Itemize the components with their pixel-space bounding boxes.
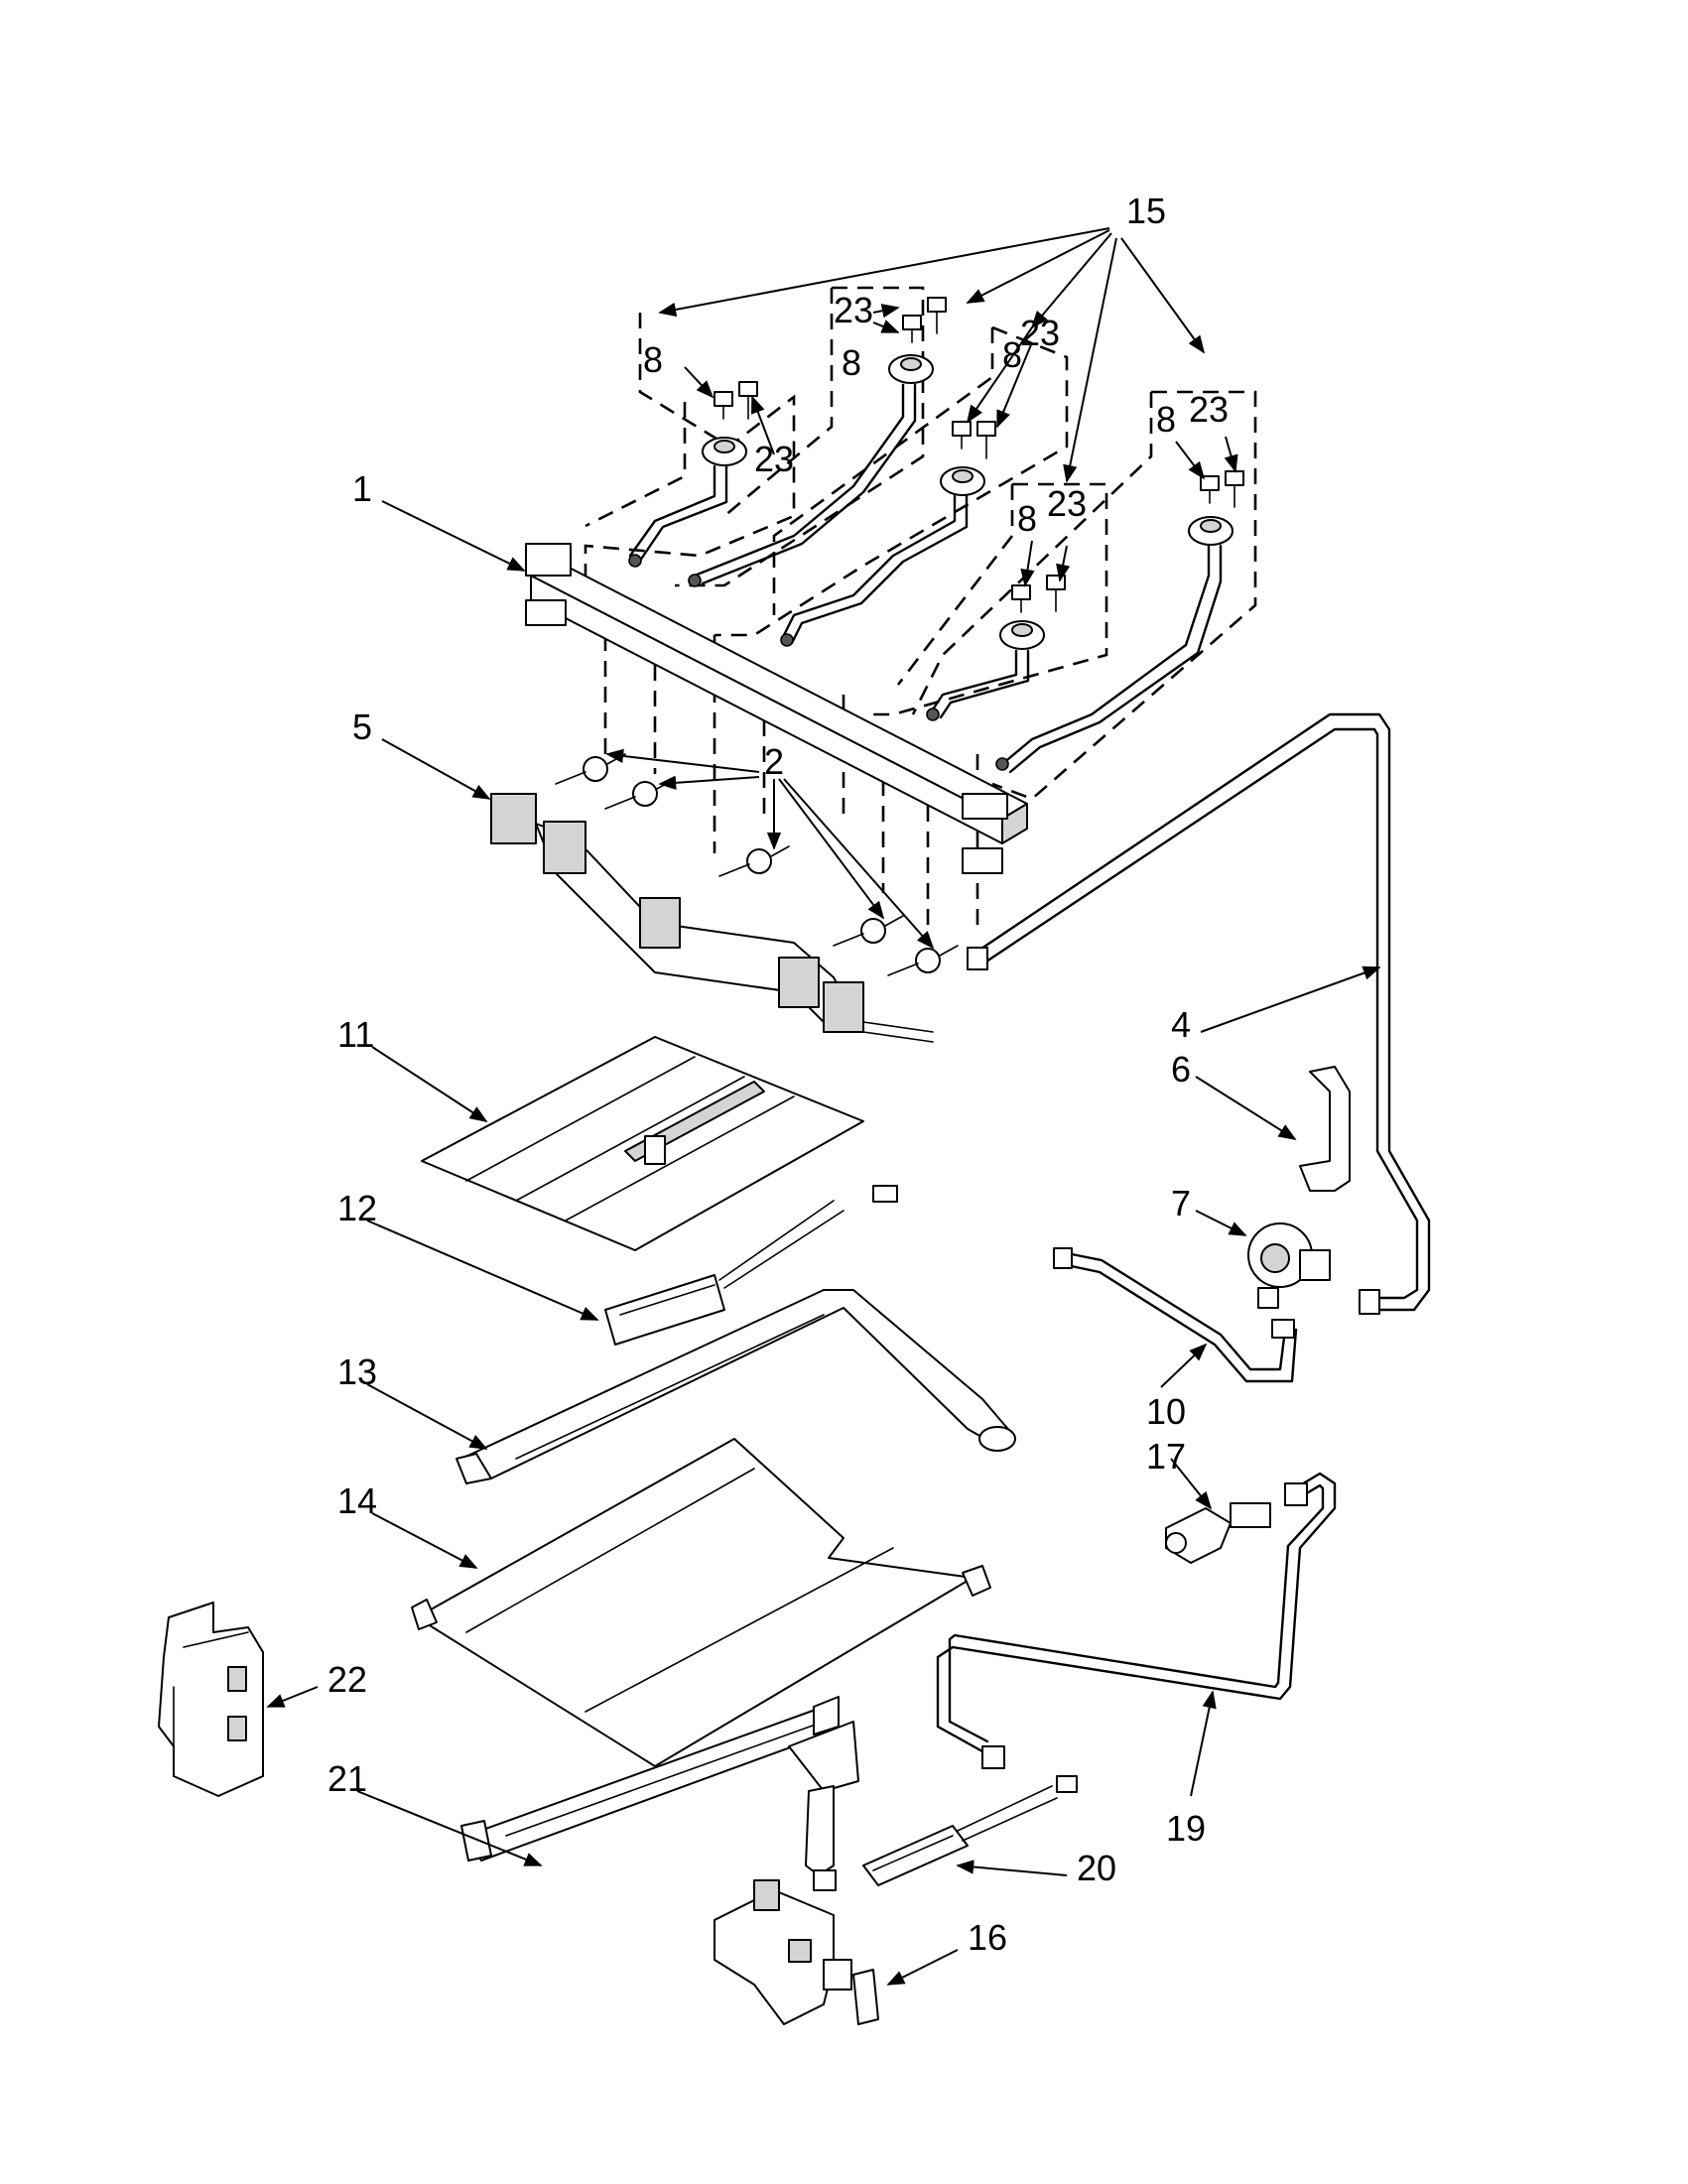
callout-16: 19: [1166, 1808, 1206, 1849]
callout-4: 4: [1171, 1004, 1191, 1045]
spark-module: [158, 1602, 264, 1797]
screws: [714, 297, 1244, 613]
screw-23-e: [1225, 470, 1244, 508]
callout-labels: 15 23 8 8 23 8 23 8 23 8 23 1 5 2 4 6 7 …: [327, 191, 1229, 1958]
oven-safety-valve: [714, 1879, 879, 2025]
callout-8-left: 8: [643, 339, 663, 380]
screw-8-b: [902, 315, 922, 343]
screw-8-a: [714, 391, 733, 420]
callout-1: 1: [352, 468, 372, 509]
callout-15: 17: [1146, 1436, 1186, 1477]
callout-10: 10: [1146, 1391, 1186, 1432]
burner-assembly-1: [628, 437, 747, 568]
main-gas-tube: [967, 712, 1431, 1315]
burner-assembly-4: [926, 620, 1045, 721]
pressure-regulator: [1247, 1222, 1331, 1309]
callout-13: 13: [337, 1351, 377, 1392]
screw-23-d: [1046, 575, 1066, 612]
callout-19: 20: [1077, 1848, 1116, 1888]
callout-17: 15: [1126, 191, 1166, 231]
callout-8-center: 8: [1017, 498, 1037, 539]
callout-8-mid: 8: [1002, 334, 1022, 375]
callout-5: 5: [352, 707, 372, 747]
screw-8-d: [1011, 584, 1031, 613]
callout-22: 16: [968, 1917, 1007, 1958]
callout-12: 12: [337, 1188, 377, 1228]
oven-gas-tube: [936, 1472, 1337, 1769]
callout-6: 6: [1171, 1049, 1191, 1090]
bake-igniter: [862, 1775, 1078, 1886]
callout-23-right: 23: [1189, 389, 1229, 430]
screw-23-c: [976, 421, 996, 459]
callout-20: 21: [327, 1758, 367, 1799]
burner-valves: [555, 753, 959, 976]
callout-21: 22: [327, 1659, 367, 1700]
oven-orifice-fitting: [1165, 1502, 1271, 1564]
callout-23-top: 23: [834, 290, 873, 330]
regulator-bracket: [1299, 1066, 1351, 1192]
callout-23-mid: 23: [1020, 313, 1060, 353]
burner-group-outlines: [584, 286, 1257, 943]
burner-assembly-2: [688, 354, 934, 587]
screw-8-c: [952, 421, 972, 450]
broil-burner-shield: [421, 1036, 864, 1251]
leader-lines: [266, 227, 1381, 1986]
callout-23-center: 23: [1047, 483, 1087, 524]
callout-14: 14: [337, 1480, 377, 1521]
screw-8-e: [1200, 475, 1220, 504]
callout-8-top: 8: [842, 342, 861, 383]
bake-burner: [460, 1696, 859, 1891]
broil-igniter: [604, 1185, 898, 1346]
valve-4: [833, 915, 904, 947]
callout-8-right: 8: [1156, 399, 1176, 440]
valve-3: [718, 845, 790, 877]
oven-burner-shield: [411, 1438, 991, 1767]
callout-23-left: 23: [754, 439, 794, 479]
valve-5: [887, 945, 959, 976]
broil-burner-tube: [455, 1289, 1016, 1484]
callout-2: 2: [764, 741, 784, 782]
burner-assembly-3: [780, 466, 985, 647]
valve-1: [555, 753, 626, 785]
callout-11: 11: [337, 1014, 374, 1055]
regulator-tube: [1053, 1247, 1298, 1383]
callout-7: 7: [1171, 1183, 1191, 1223]
valve-bracket-rail: [490, 793, 934, 1043]
burner-assembly-5: [995, 516, 1234, 774]
surface-burner-assemblies: [628, 354, 1234, 774]
screw-23-a: [738, 381, 758, 420]
screw-23-b: [927, 297, 947, 334]
manifold-bar: [525, 543, 1028, 874]
